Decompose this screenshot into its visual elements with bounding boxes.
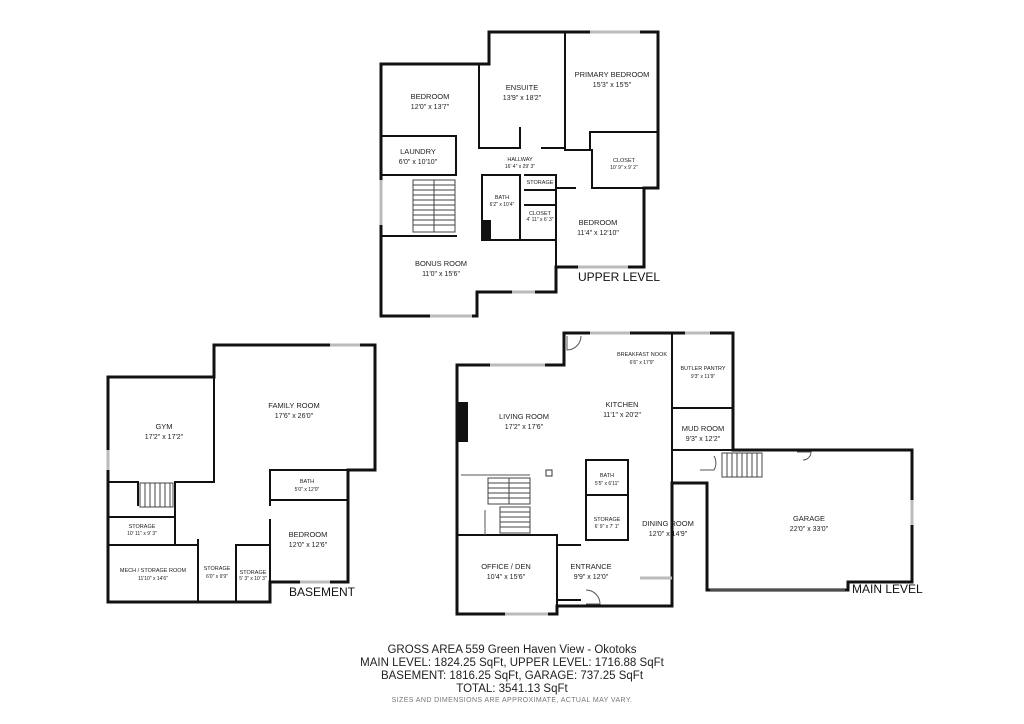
m-butler-dims: 9'3" x 11'9" bbox=[691, 374, 715, 380]
b-storage1-name: STORAGE bbox=[129, 524, 156, 530]
m-entrance-dims: 9'9" x 12'0" bbox=[574, 574, 609, 581]
upper-level-interior-walls bbox=[380, 31, 659, 268]
m-mud-name: MUD ROOM bbox=[682, 424, 725, 433]
b-gym-name: GYM bbox=[155, 422, 172, 431]
upper-level-label: UPPER LEVEL bbox=[578, 270, 660, 284]
u-bath-dims: 6'2" x 10'4" bbox=[490, 202, 515, 208]
u-storage-name: STORAGE bbox=[527, 180, 554, 186]
u-primary-name: PRIMARY BEDROOM bbox=[575, 70, 650, 79]
b-storage2-dims: 6'0" x 9'9" bbox=[206, 574, 228, 580]
basement-label: BASEMENT bbox=[289, 585, 356, 599]
basement-outer-walls bbox=[106, 343, 377, 604]
m-office-dims: 10'4" x 15'6" bbox=[487, 574, 526, 581]
u-hallway-name: HALLWAY bbox=[507, 157, 533, 163]
b-family-name: FAMILY ROOM bbox=[268, 401, 319, 410]
u-closet2-dims: 4' 11" x 6' 3" bbox=[526, 217, 553, 223]
m-storage-name: STORAGE bbox=[594, 517, 621, 523]
b-gym-dims: 17'2" x 17'2" bbox=[145, 434, 184, 441]
u-bedroom1-dims: 12'0" x 13'7" bbox=[411, 104, 450, 111]
u-laundry-name: LAUNDRY bbox=[400, 147, 436, 156]
garage-stairs bbox=[721, 452, 763, 478]
m-mud-dims: 9'3" x 12'2" bbox=[686, 436, 721, 443]
m-office-name: OFFICE / DEN bbox=[481, 562, 531, 571]
main-level-plan: BREAKFAST NOOK 6'6" x 17'9" BUTLER PANTR… bbox=[455, 331, 923, 616]
upper-level-outer-walls bbox=[379, 30, 660, 318]
b-storage2-name: STORAGE bbox=[204, 566, 231, 572]
u-bedroom2-dims: 11'4" x 12'10" bbox=[577, 230, 619, 237]
m-garage-dims: 22'0" x 33'0" bbox=[790, 526, 829, 533]
summary-basement-garage: BASEMENT: 1816.25 SqFt, GARAGE: 737.25 S… bbox=[380, 670, 644, 682]
m-kitchen-name: KITCHEN bbox=[606, 400, 639, 409]
m-storage-dims: 6' 9" x 7' 1" bbox=[595, 524, 620, 530]
u-bedroom1-name: BEDROOM bbox=[411, 92, 450, 101]
b-mech-dims: 11'10" x 14'6" bbox=[138, 576, 168, 582]
basement-stairs bbox=[139, 482, 174, 508]
area-summary: GROSS AREA 559 Green Haven View - Okotok… bbox=[0, 644, 1024, 704]
main-level-label: MAIN LEVEL bbox=[852, 582, 923, 596]
basement-interior-walls bbox=[107, 376, 349, 603]
b-family-dims: 17'6" x 26'0" bbox=[275, 413, 314, 420]
b-mech-name: MECH / STORAGE ROOM bbox=[120, 568, 187, 574]
basement-plan: GYM 17'2" x 17'2" FAMILY ROOM 17'6" x 26… bbox=[106, 343, 377, 604]
b-bedroom-name: BEDROOM bbox=[289, 530, 328, 539]
u-laundry-dims: 6'0" x 10'10" bbox=[399, 159, 438, 166]
m-bath-name: BATH bbox=[600, 473, 614, 479]
summary-total: TOTAL: 3541.13 SqFt bbox=[456, 683, 568, 695]
summary-main-upper: MAIN LEVEL: 1824.25 SqFt, UPPER LEVEL: 1… bbox=[360, 657, 664, 669]
m-garage-name: GARAGE bbox=[793, 514, 825, 523]
u-ensuite-name: ENSUITE bbox=[506, 83, 539, 92]
summary-disclaimer: SIZES AND DIMENSIONS ARE APPROXIMATE, AC… bbox=[391, 697, 633, 704]
upper-level-stairs bbox=[412, 179, 456, 233]
m-living-dims: 17'2" x 17'6" bbox=[505, 424, 544, 431]
m-entrance-name: ENTRANCE bbox=[570, 562, 611, 571]
b-bath-name: BATH bbox=[300, 479, 314, 485]
u-bonus-name: BONUS ROOM bbox=[415, 259, 467, 268]
m-nook-dims: 6'6" x 17'9" bbox=[630, 360, 655, 366]
u-ensuite-dims: 13'9" x 18'2" bbox=[503, 95, 542, 102]
u-bath-name: BATH bbox=[495, 195, 509, 201]
m-dining-name: DINING ROOM bbox=[642, 519, 694, 528]
b-storage1-dims: 10' 11" x 9' 3" bbox=[127, 531, 157, 537]
m-bath-dims: 5'5" x 6'11" bbox=[595, 481, 619, 487]
m-butler-name: BUTLER PANTRY bbox=[680, 366, 725, 372]
m-living-name: LIVING ROOM bbox=[499, 412, 549, 421]
u-bonus-dims: 11'0" x 15'6" bbox=[422, 271, 460, 278]
upper-bath-fixture bbox=[483, 220, 491, 239]
u-closet2-name: CLOSET bbox=[529, 211, 552, 217]
b-bedroom-dims: 12'0" x 12'6" bbox=[289, 542, 328, 549]
u-bedroom2-name: BEDROOM bbox=[579, 218, 618, 227]
door-swing bbox=[566, 335, 582, 351]
main-level-outer-walls bbox=[455, 331, 914, 616]
main-level-interior-walls bbox=[456, 332, 734, 615]
m-dining-dims: 12'0" x 14'9" bbox=[649, 531, 688, 538]
m-nook-name: BREAKFAST NOOK bbox=[617, 352, 667, 358]
u-hallway-dims: 16' 4" x 29' 3" bbox=[505, 164, 535, 170]
u-primary-dims: 15'3" x 15'5" bbox=[593, 82, 632, 89]
u-closet1-dims: 10' 9" x 9' 2" bbox=[610, 165, 638, 171]
b-storage3-dims: 5' 3" x 10' 3" bbox=[239, 576, 267, 582]
b-bath-dims: 5'0" x 12'0" bbox=[295, 487, 320, 493]
fireplace bbox=[457, 402, 468, 442]
summary-address: GROSS AREA 559 Green Haven View - Okotok… bbox=[387, 644, 637, 656]
upper-level-plan: BEDROOM 12'0" x 13'7" ENSUITE 13'9" x 18… bbox=[379, 30, 660, 318]
u-closet1-name: CLOSET bbox=[613, 158, 636, 164]
main-level-stairs bbox=[487, 477, 531, 534]
b-storage3-name: STORAGE bbox=[240, 570, 267, 576]
m-kitchen-dims: 11'1" x 20'2" bbox=[603, 412, 641, 419]
